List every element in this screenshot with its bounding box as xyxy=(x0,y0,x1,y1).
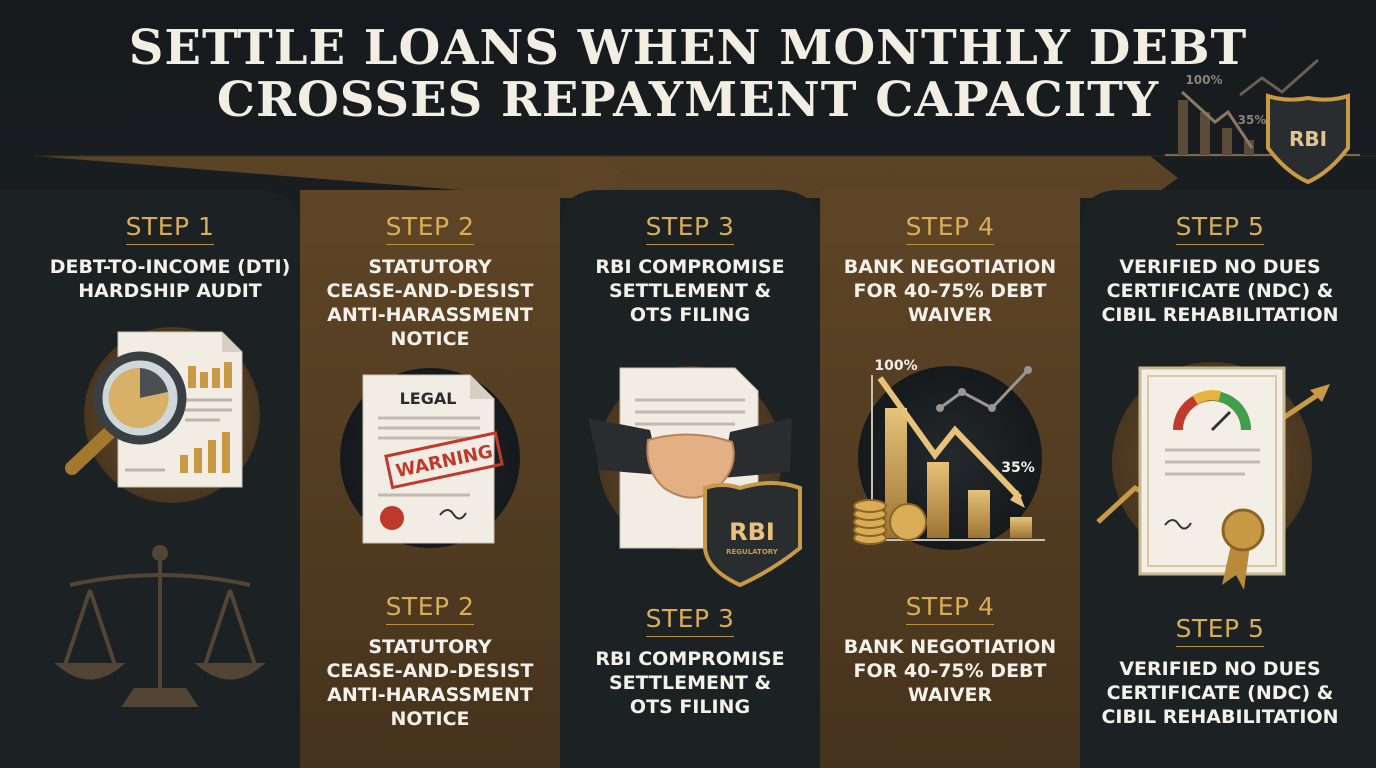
legal-warning-document-icon: LEGAL WARNING xyxy=(340,368,520,548)
declining-bar-chart-coins-icon: 100% 35% xyxy=(853,358,1045,550)
step-line: CEASE-AND-DESIST xyxy=(326,660,534,682)
corner-rbi-badge-icon: 100% 35% RBI xyxy=(1165,58,1360,185)
step-line: NOTICE xyxy=(390,328,470,350)
step-description: RBI COMPROMISE SETTLEMENT & OTS FILING xyxy=(550,647,830,719)
step-label: STEP 3 xyxy=(645,212,735,245)
corner-pct-low: 35% xyxy=(1238,113,1267,127)
step-description: RBI COMPROMISE SETTLEMENT & OTS FILING xyxy=(550,255,830,327)
step-description: BANK NEGOTIATION FOR 40-75% DEBT WAIVER xyxy=(810,255,1090,327)
handshake-rbi-shield-icon: RBI REGULATORY xyxy=(588,366,802,588)
step-line: CIBIL REHABILITATION xyxy=(1101,304,1339,326)
step-line: CEASE-AND-DESIST xyxy=(326,280,534,302)
step-line: FOR 40-75% DEBT xyxy=(853,280,1047,302)
step-label: STEP 1 xyxy=(125,212,215,245)
scales-icon xyxy=(54,545,266,707)
magnifier-report-icon xyxy=(65,327,260,503)
step-label: STEP 4 xyxy=(905,212,995,245)
step-description: STATUTORY CEASE-AND-DESIST ANTI-HARASSME… xyxy=(290,255,570,351)
lower-step-5: STEP 5 VERIFIED NO DUES CERTIFICATE (NDC… xyxy=(1075,614,1365,729)
lower-step-2: STEP 2 STATUTORY CEASE-AND-DESIST ANTI-H… xyxy=(290,592,570,731)
step-line: WAIVER xyxy=(907,304,993,326)
step-line: STATUTORY xyxy=(368,636,492,658)
step-line: DEBT-TO-INCOME (DTI) xyxy=(49,256,291,278)
step-4: STEP 4 BANK NEGOTIATION FOR 40-75% DEBT … xyxy=(810,212,1090,327)
step-label: STEP 4 xyxy=(905,592,995,625)
lower-step-3: STEP 3 RBI COMPROMISE SETTLEMENT & OTS F… xyxy=(550,604,830,719)
step-label: STEP 5 xyxy=(1175,614,1265,647)
step-line: SETTLEMENT & xyxy=(608,280,772,302)
pct-low-label: 35% xyxy=(1001,460,1035,476)
step-line: STATUTORY xyxy=(368,256,492,278)
page-title: SETTLE LOANS WHEN MONTHLY DEBT CROSSES R… xyxy=(0,22,1376,126)
step-line: CERTIFICATE (NDC) & xyxy=(1106,280,1334,302)
step-label: STEP 5 xyxy=(1175,212,1265,245)
step-line: FOR 40-75% DEBT xyxy=(853,660,1047,682)
step-line: WAIVER xyxy=(907,684,993,706)
step-label: STEP 2 xyxy=(385,212,475,245)
pct-high-label: 100% xyxy=(874,358,917,374)
step-line: VERIFIED NO DUES xyxy=(1119,256,1321,278)
step-5: STEP 5 VERIFIED NO DUES CERTIFICATE (NDC… xyxy=(1075,212,1365,327)
corner-pct-high: 100% xyxy=(1185,73,1222,87)
step-line: ANTI-HARASSMENT xyxy=(327,684,533,706)
step-1: STEP 1 DEBT-TO-INCOME (DTI) HARDSHIP AUD… xyxy=(20,212,320,303)
step-description: DEBT-TO-INCOME (DTI) HARDSHIP AUDIT xyxy=(20,255,320,303)
step-line: BANK NEGOTIATION xyxy=(843,636,1057,658)
certificate-gauge-icon xyxy=(1096,362,1330,590)
step-line: HARDSHIP AUDIT xyxy=(78,280,262,302)
title-line-1: SETTLE LOANS WHEN MONTHLY DEBT xyxy=(128,20,1248,76)
step-line: ANTI-HARASSMENT xyxy=(327,304,533,326)
step-line: CERTIFICATE (NDC) & xyxy=(1106,682,1334,704)
step-description: BANK NEGOTIATION FOR 40-75% DEBT WAIVER xyxy=(810,635,1090,707)
step-line: NOTICE xyxy=(390,708,470,730)
lower-step-4: STEP 4 BANK NEGOTIATION FOR 40-75% DEBT … xyxy=(810,592,1090,707)
step-line: OTS FILING xyxy=(629,304,751,326)
rbi-shield-label: RBI xyxy=(729,518,775,546)
regulatory-label: REGULATORY xyxy=(726,548,779,556)
step-line: CIBIL REHABILITATION xyxy=(1101,706,1339,728)
title-line-2: CROSSES REPAYMENT CAPACITY xyxy=(216,72,1160,128)
step-line: OTS FILING xyxy=(629,696,751,718)
step-label: STEP 3 xyxy=(645,604,735,637)
step-2: STEP 2 STATUTORY CEASE-AND-DESIST ANTI-H… xyxy=(290,212,570,351)
step-line: RBI COMPROMISE xyxy=(595,648,785,670)
step-3: STEP 3 RBI COMPROMISE SETTLEMENT & OTS F… xyxy=(550,212,830,327)
step-line: BANK NEGOTIATION xyxy=(843,256,1057,278)
step-line: SETTLEMENT & xyxy=(608,672,772,694)
legal-heading: LEGAL xyxy=(400,389,457,408)
step-description: VERIFIED NO DUES CERTIFICATE (NDC) & CIB… xyxy=(1075,657,1365,729)
step-description: STATUTORY CEASE-AND-DESIST ANTI-HARASSME… xyxy=(290,635,570,731)
corner-rbi-label: RBI xyxy=(1289,127,1327,151)
step-line: RBI COMPROMISE xyxy=(595,256,785,278)
step-label: STEP 2 xyxy=(385,592,475,625)
step-description: VERIFIED NO DUES CERTIFICATE (NDC) & CIB… xyxy=(1075,255,1365,327)
step-line: VERIFIED NO DUES xyxy=(1119,658,1321,680)
